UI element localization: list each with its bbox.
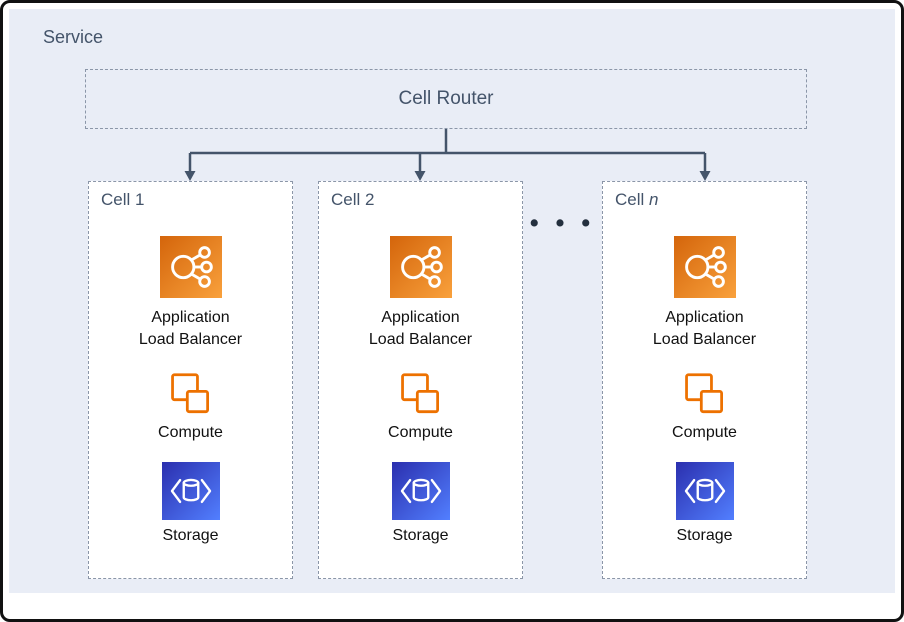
cell-2-body: Application Load Balancer Compute (319, 182, 522, 545)
application-load-balancer-icon (389, 236, 452, 298)
storage-label: Storage (162, 527, 219, 545)
compute-label: Compute (388, 424, 453, 442)
alb-label: Application Load Balancer (652, 309, 757, 348)
cell-router-label: Cell Router (398, 88, 494, 109)
application-load-balancer-icon (673, 236, 736, 298)
cell-n-title: Cell n (615, 190, 659, 209)
compute-label: Compute (158, 424, 223, 442)
arrowhead-2 (414, 171, 426, 181)
storage-icon (161, 462, 220, 521)
cell-1-box: Cell 1 (88, 181, 293, 579)
cell-1-title: Cell 1 (101, 190, 145, 209)
compute-icon (684, 373, 723, 414)
cell-n-box: Cell n (602, 181, 807, 579)
alb-label: Application Load Balancer (368, 309, 473, 348)
cell-n-body: Application Load Balancer Compute (603, 182, 806, 545)
compute-label: Compute (672, 424, 737, 442)
application-load-balancer-icon (159, 236, 222, 298)
storage-label: Storage (392, 527, 449, 545)
compute-icon (400, 373, 439, 414)
cell-2-box: Cell 2 (318, 181, 523, 579)
storage-icon (675, 462, 734, 521)
storage-label: Storage (676, 527, 733, 545)
service-container: Service Cell Router Cell 1 (9, 9, 895, 593)
arrowhead-3 (699, 171, 711, 181)
arrowhead-1 (184, 171, 196, 181)
cell-router-box: Cell Router (85, 69, 807, 129)
alb-label: Application Load Balancer (138, 309, 243, 348)
router-to-cells-connector (184, 129, 711, 181)
cell-1-body: Application Load Balancer Compute (89, 182, 292, 545)
compute-icon (170, 373, 209, 414)
service-label: Service (43, 27, 104, 47)
storage-icon (391, 462, 450, 521)
cell-2-title: Cell 2 (331, 190, 375, 209)
cells-ellipsis: • • • (529, 209, 596, 237)
